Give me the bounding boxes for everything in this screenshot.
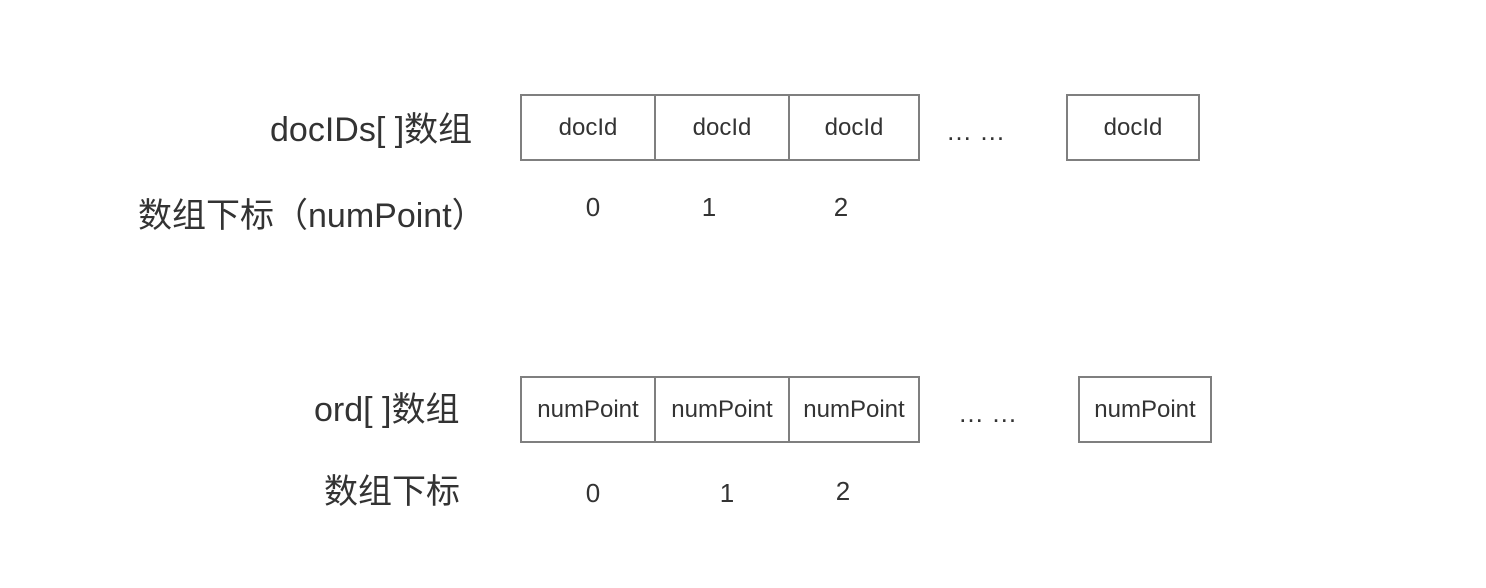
ord-cell: numPoint (788, 376, 920, 443)
ord-last-cell: numPoint (1078, 376, 1212, 443)
docids-last-cell: docId (1066, 94, 1200, 161)
ord-cell: numPoint (520, 376, 656, 443)
docids-index: 1 (701, 192, 717, 222)
docids-index: 2 (833, 192, 849, 222)
ord-ellipsis: … … (958, 398, 1018, 428)
docids-array-label: docIDs[ ]数组 (270, 111, 473, 149)
docids-index-label: 数组下标（numPoint） (138, 197, 486, 235)
docids-index: 0 (585, 192, 601, 222)
docids-cell: docId (788, 94, 920, 161)
ord-index: 1 (719, 478, 735, 508)
ord-index: 2 (835, 476, 851, 506)
ord-array-label: ord[ ]数组 (314, 391, 460, 429)
ord-index-label: 数组下标 (324, 473, 460, 511)
ord-cell: numPoint (654, 376, 790, 443)
docids-cell: docId (654, 94, 790, 161)
ord-index: 0 (585, 478, 601, 508)
docids-cell: docId (520, 94, 656, 161)
docids-ellipsis: … … (946, 116, 1006, 146)
